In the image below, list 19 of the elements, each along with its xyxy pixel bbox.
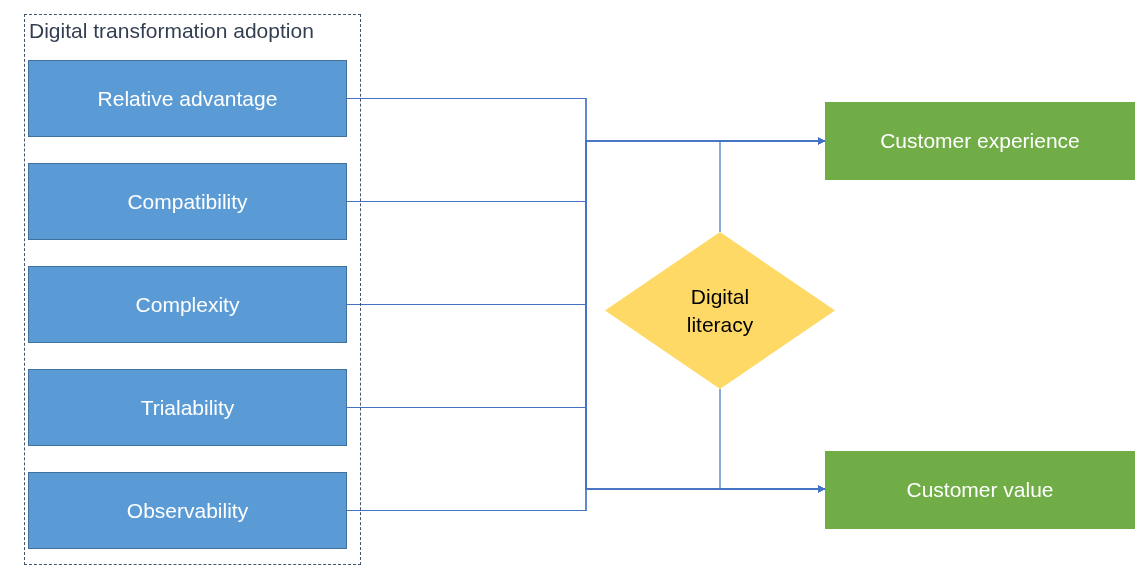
box-label: Observability bbox=[126, 498, 249, 523]
process-box bbox=[28, 369, 347, 446]
box-label: Relative advantage bbox=[97, 86, 278, 111]
process-box bbox=[28, 60, 347, 137]
box-label: Customer experience bbox=[880, 129, 1080, 153]
box-label: Complexity bbox=[135, 292, 240, 317]
box-label: Trialability bbox=[140, 395, 235, 420]
process-box bbox=[28, 266, 347, 343]
process-box bbox=[28, 163, 347, 240]
box-label: Customer value bbox=[906, 478, 1054, 502]
box-label: Compatibility bbox=[127, 189, 248, 214]
process-box bbox=[825, 451, 1135, 529]
group-title: Digital transformation adoption bbox=[29, 19, 314, 43]
process-box bbox=[825, 102, 1135, 180]
process-box bbox=[28, 472, 347, 549]
connector-arrow bbox=[719, 388, 826, 493]
diamond-label: Digital literacy bbox=[685, 284, 755, 338]
connector-arrow bbox=[719, 137, 826, 233]
group-frame bbox=[24, 14, 361, 565]
